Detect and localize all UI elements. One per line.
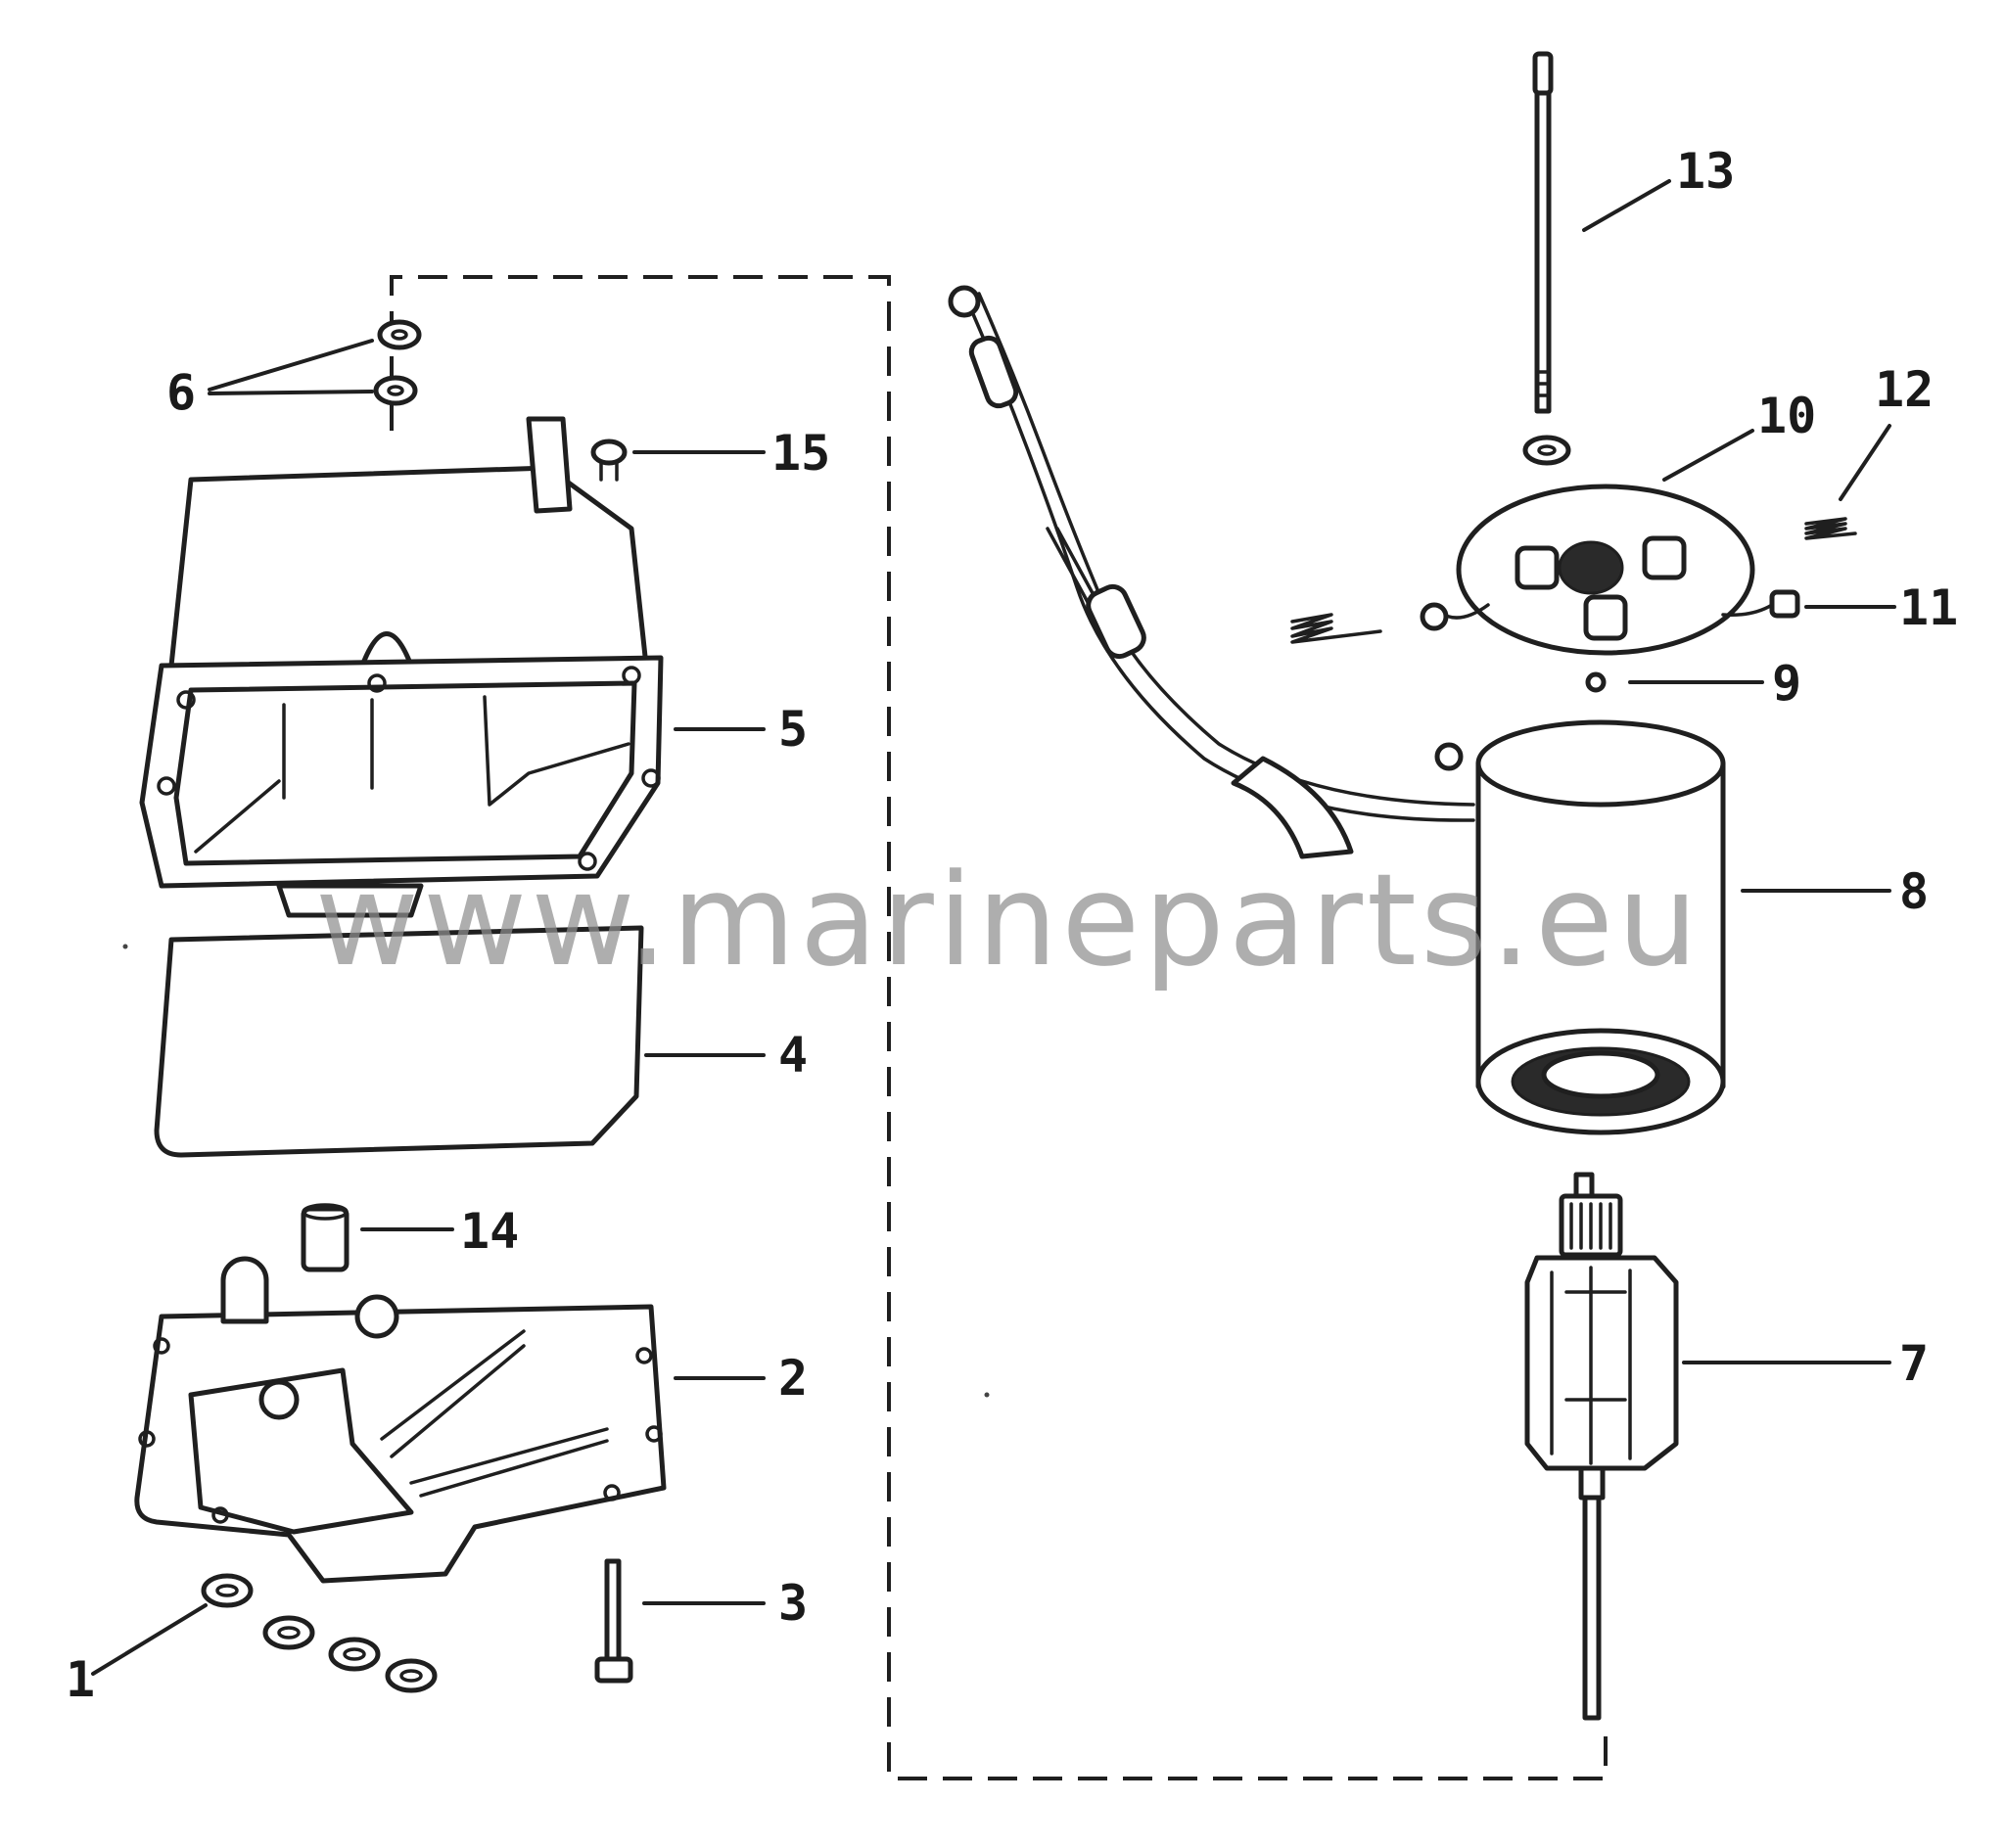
- watermark: www.marineparts.eu: [315, 846, 1702, 994]
- callout-14: 14: [460, 1203, 519, 1260]
- part-15-screw: [590, 439, 628, 482]
- leader-12: [1839, 424, 1891, 501]
- callout-7: 7: [1899, 1335, 1929, 1392]
- speck: [984, 1392, 990, 1398]
- callout-9: 9: [1772, 655, 1801, 712]
- part-4-gasket: [154, 925, 644, 1158]
- part-5-housing-upper: [139, 416, 664, 918]
- callout-3: 3: [778, 1575, 808, 1632]
- callout-12: 12: [1875, 361, 1934, 418]
- part-7-armature: [1524, 1172, 1679, 1721]
- part-3-bolt: [594, 1558, 633, 1684]
- callout-11: 11: [1899, 579, 1958, 636]
- part-1-washers: [201, 1573, 438, 1693]
- part-6-washers: [373, 319, 422, 406]
- callout-10: 10: [1757, 388, 1816, 444]
- callout-1: 1: [66, 1651, 95, 1708]
- leader-1: [91, 1603, 208, 1676]
- callout-2: 2: [778, 1350, 808, 1407]
- callout-15: 15: [771, 425, 830, 482]
- part-12-springs: [1290, 517, 1857, 644]
- part-9-ball: [1585, 671, 1607, 693]
- part-2-base-plate: [134, 1256, 667, 1584]
- part-14-plug: [301, 1203, 350, 1272]
- assembly-dashed-outline: [390, 275, 1608, 1780]
- callout-4: 4: [778, 1027, 808, 1084]
- leader-10: [1662, 429, 1754, 482]
- speck: [122, 944, 128, 949]
- callout-6: 6: [166, 364, 196, 421]
- part-8-field-frame: [948, 285, 1726, 1135]
- leader-13: [1582, 179, 1671, 232]
- part-13-washer: [1522, 435, 1571, 466]
- callout-8: 8: [1899, 863, 1929, 920]
- leader-6: [208, 339, 374, 395]
- part-13-through-bolt: [1532, 51, 1554, 414]
- part-10-brush-plate: [1420, 484, 1800, 656]
- callout-13: 13: [1676, 143, 1735, 200]
- callout-5: 5: [778, 701, 808, 758]
